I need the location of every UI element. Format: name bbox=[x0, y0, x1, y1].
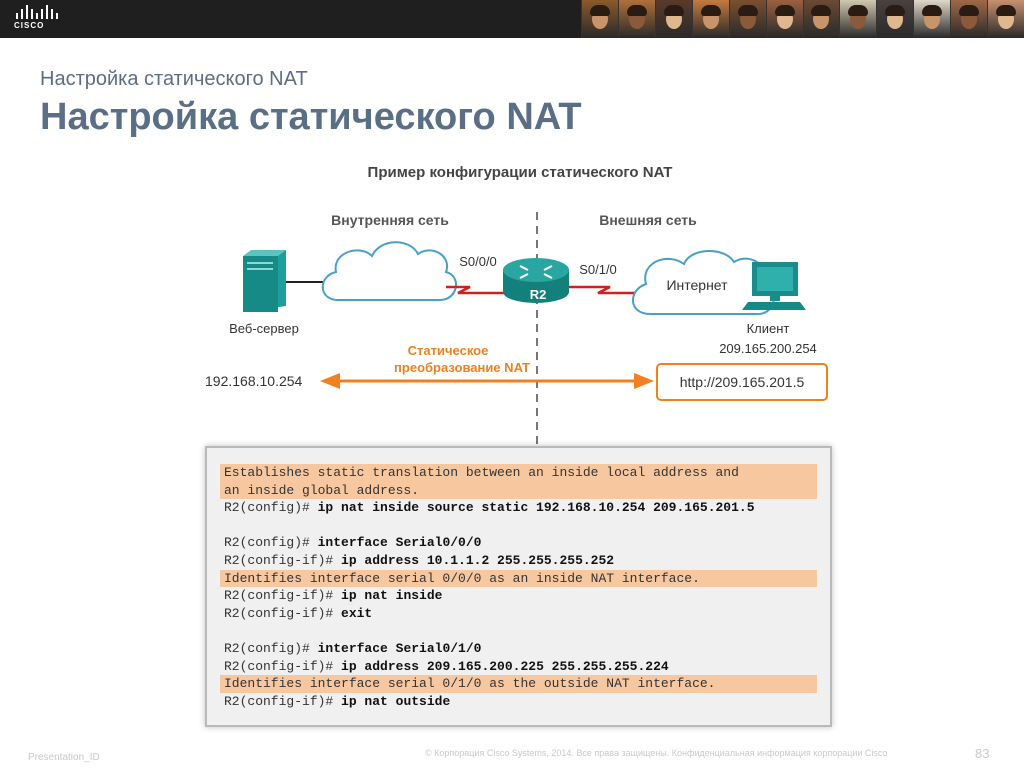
photo-strip bbox=[581, 0, 1024, 38]
outside-network-label: Внешняя сеть bbox=[599, 212, 697, 228]
code-prompt: R2(config)# bbox=[224, 500, 318, 516]
person-hair bbox=[589, 5, 610, 16]
person-hair bbox=[811, 5, 832, 16]
diagram-heading: Пример конфигурации статического NAT bbox=[368, 164, 673, 181]
code-command: ip nat outside bbox=[341, 693, 451, 709]
interface-s010-label: S0/1/0 bbox=[579, 262, 617, 277]
code-command-line: R2(config-if)# ip nat inside bbox=[220, 587, 817, 605]
banner-photo bbox=[913, 0, 951, 38]
code-prompt: R2(config-if)# bbox=[224, 605, 342, 621]
code-command: ip address 10.1.1.2 255.255.255.252 bbox=[341, 552, 615, 568]
code-command: ip nat inside source static 192.168.10.2… bbox=[317, 500, 755, 516]
code-command: exit bbox=[341, 605, 373, 621]
code-command-line: R2(config-if)# exit bbox=[220, 605, 817, 623]
internet-label: Интернет bbox=[666, 277, 728, 293]
router-icon bbox=[503, 258, 569, 303]
banner-photo bbox=[987, 0, 1024, 38]
logo-text: CISCO bbox=[14, 21, 45, 30]
code-prompt: R2(config-if)# bbox=[224, 658, 342, 674]
banner-photo bbox=[802, 0, 840, 38]
person-hair bbox=[996, 5, 1017, 16]
person-hair bbox=[848, 5, 869, 16]
server-label: Веб-сервер bbox=[229, 321, 299, 336]
server-icon bbox=[243, 250, 286, 312]
banner-photo bbox=[617, 0, 655, 38]
inside-network-label: Внутренняя сеть bbox=[331, 212, 449, 228]
code-prompt: R2(config-if)# bbox=[224, 693, 342, 709]
banner-photo bbox=[765, 0, 803, 38]
code-blank-line bbox=[220, 517, 817, 535]
router-label: R2 bbox=[530, 287, 547, 302]
code-command: ip address 209.165.200.225 255.255.255.2… bbox=[341, 658, 669, 674]
cisco-bars-icon bbox=[16, 5, 58, 19]
banner-photo bbox=[581, 0, 618, 38]
person-hair bbox=[626, 5, 647, 16]
code-prompt: R2(config-if)# bbox=[224, 552, 342, 568]
slide-title: Настройка статического NAT bbox=[40, 96, 582, 138]
copyright-text: © Корпорация Cisco Systems, 2014. Все пр… bbox=[425, 748, 888, 758]
inside-ip: 192.168.10.254 bbox=[205, 373, 303, 389]
serial-link-left bbox=[446, 285, 504, 295]
person-hair bbox=[922, 5, 943, 16]
code-command: interface Serial0/1/0 bbox=[317, 640, 482, 656]
interface-s000-label: S0/0/0 bbox=[459, 254, 497, 269]
code-command-line: R2(config)# interface Serial0/0/0 bbox=[220, 534, 817, 552]
code-command-line: R2(config)# ip nat inside source static … bbox=[220, 499, 817, 517]
page-number: 83 bbox=[975, 746, 990, 761]
cisco-logo: CISCO bbox=[14, 5, 64, 33]
nat-diagram: Пример конфигурации статического NAT Вну… bbox=[205, 164, 828, 446]
top-banner: CISCO bbox=[0, 0, 1024, 38]
serial-link-right bbox=[569, 285, 636, 295]
outside-url: http://209.165.201.5 bbox=[680, 374, 805, 390]
code-command-line: R2(config)# interface Serial0/1/0 bbox=[220, 640, 817, 658]
code-comment-line: Identifies interface serial 0/1/0 as the… bbox=[220, 675, 817, 693]
static-nat-label-1: Статическое bbox=[408, 343, 489, 358]
person-hair bbox=[959, 5, 980, 16]
code-prompt: R2(config-if)# bbox=[224, 588, 342, 604]
person-hair bbox=[885, 5, 906, 16]
client-ip: 209.165.200.254 bbox=[719, 341, 817, 356]
person-hair bbox=[700, 5, 721, 16]
banner-photo bbox=[728, 0, 766, 38]
banner-photo bbox=[876, 0, 914, 38]
person-hair bbox=[663, 5, 684, 16]
presentation-id: Presentation_ID bbox=[28, 752, 100, 763]
code-command-line: R2(config-if)# ip nat outside bbox=[220, 693, 817, 711]
config-code: Establishes static translation between a… bbox=[220, 464, 817, 710]
arrow-right-head bbox=[634, 373, 654, 389]
code-comment-line: Establishes static translation between a… bbox=[220, 464, 817, 482]
inside-cloud-icon bbox=[321, 241, 457, 301]
banner-photo bbox=[654, 0, 692, 38]
client-label: Клиент bbox=[747, 321, 790, 336]
code-blank-line bbox=[220, 622, 817, 640]
code-command-line: R2(config-if)# ip address 209.165.200.22… bbox=[220, 658, 817, 676]
banner-photo bbox=[950, 0, 988, 38]
person-hair bbox=[737, 5, 758, 16]
outside-url-box bbox=[656, 363, 828, 401]
config-code-panel: Establishes static translation between a… bbox=[205, 446, 832, 727]
banner-photo bbox=[691, 0, 729, 38]
static-nat-label-2: преобразование NAT bbox=[394, 360, 530, 375]
client-computer-icon bbox=[742, 262, 806, 310]
code-command: interface Serial0/0/0 bbox=[317, 535, 482, 551]
code-command: ip nat inside bbox=[341, 588, 443, 604]
code-prompt: R2(config)# bbox=[224, 640, 318, 656]
slide-subtitle: Настройка статического NAT bbox=[40, 68, 308, 90]
code-command-line: R2(config-if)# ip address 10.1.1.2 255.2… bbox=[220, 552, 817, 570]
code-prompt: R2(config)# bbox=[224, 535, 318, 551]
code-comment-line: Identifies interface serial 0/0/0 as an … bbox=[220, 569, 817, 588]
code-comment-line: an inside global address. bbox=[220, 481, 817, 500]
person-hair bbox=[774, 5, 795, 16]
arrow-left-head bbox=[320, 373, 340, 389]
banner-photo bbox=[839, 0, 877, 38]
